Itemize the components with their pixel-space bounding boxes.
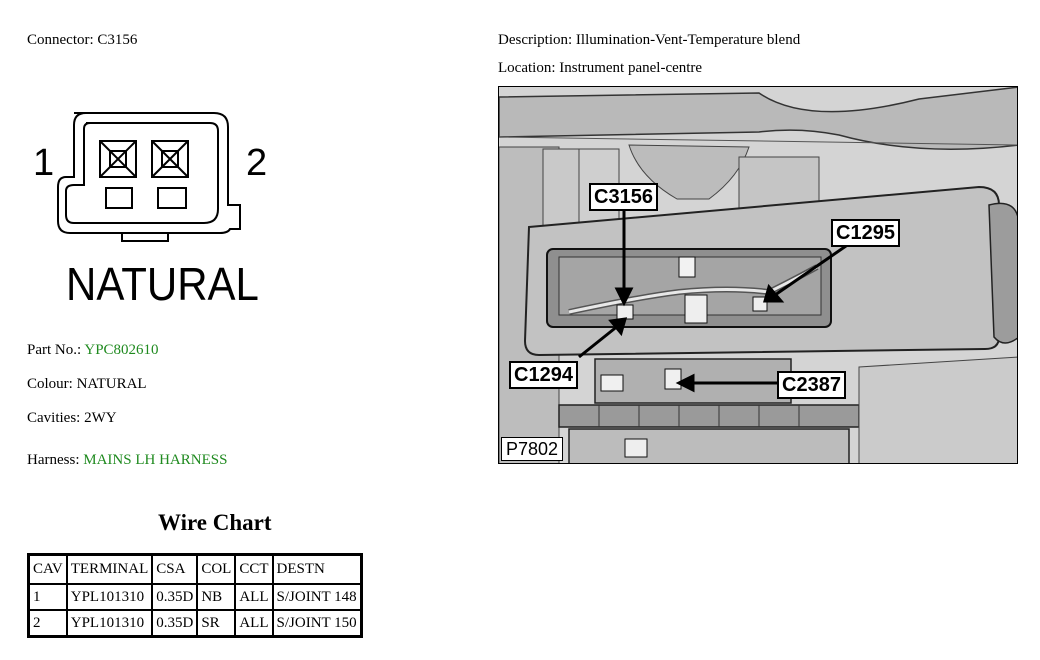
harness-label: Harness:	[27, 452, 80, 468]
harness-field: Harness: MAINS LH HARNESS	[27, 452, 227, 469]
col-header-destn: DESTN	[271, 553, 363, 585]
cell-col: SR	[196, 609, 237, 638]
location-label: Location:	[498, 60, 556, 76]
pin-number-1: 1	[33, 142, 55, 184]
colour-label: Colour:	[27, 376, 73, 392]
cell-csa: 0.35D	[151, 583, 199, 611]
pin-number-2: 2	[246, 142, 268, 184]
connector-field: Connector: C3156	[27, 32, 137, 49]
dashboard-illustration	[499, 87, 1017, 463]
cell-terminal: YPL101310	[65, 609, 154, 638]
col-header-terminal: TERMINAL	[65, 553, 154, 585]
description-label: Description:	[498, 32, 573, 48]
connector-label: Connector:	[27, 32, 94, 48]
callout-c3156: C3156	[589, 183, 658, 211]
cavities-field: Cavities: 2WY	[27, 410, 117, 427]
connector-face-drawing	[57, 112, 241, 242]
part-no-label: Part No.:	[27, 342, 82, 358]
colour-value: NATURAL	[76, 376, 147, 392]
callout-c1294: C1294	[509, 361, 578, 389]
col-header-cct: CCT	[234, 553, 274, 585]
connector-colour-label: NATURAL	[66, 258, 259, 310]
description-field: Description: Illumination-Vent-Temperatu…	[498, 32, 800, 49]
col-header-csa: CSA	[151, 553, 199, 585]
cell-terminal: YPL101310	[65, 583, 154, 611]
location-field: Location: Instrument panel-centre	[498, 60, 702, 77]
part-no-field: Part No.: YPC802610	[27, 342, 159, 359]
cavities-value: 2WY	[84, 410, 117, 426]
cell-col: NB	[196, 583, 237, 611]
cell-cct: ALL	[234, 609, 274, 638]
part-no-value: YPC802610	[84, 342, 159, 358]
harness-value: MAINS LH HARNESS	[83, 452, 228, 468]
wire-chart-header-row: CAV TERMINAL CSA COL CCT DESTN	[27, 553, 363, 585]
table-row: 2 YPL101310 0.35D SR ALL S/JOINT 150	[27, 609, 363, 638]
table-row: 1 YPL101310 0.35D NB ALL S/JOINT 148	[27, 583, 363, 611]
wire-chart-title: Wire Chart	[158, 510, 272, 535]
col-header-cav: CAV	[27, 553, 68, 585]
connector-value: C3156	[97, 32, 138, 48]
callout-c1295: C1295	[831, 219, 900, 247]
cavities-label: Cavities:	[27, 410, 81, 426]
location-photo: C3156 C1295 C1294 C2387 P7802	[498, 86, 1018, 464]
col-header-col: COL	[196, 553, 237, 585]
colour-field: Colour: NATURAL	[27, 376, 147, 393]
wire-chart-table: CAV TERMINAL CSA COL CCT DESTN 1 YPL1013…	[27, 553, 363, 638]
description-value: Illumination-Vent-Temperature blend	[575, 32, 801, 48]
callout-c2387: C2387	[777, 371, 846, 399]
cell-csa: 0.35D	[151, 609, 199, 638]
cell-cct: ALL	[234, 583, 274, 611]
cell-destn: S/JOINT 148	[271, 583, 363, 611]
cell-cav: 2	[27, 609, 68, 638]
photo-id-label: P7802	[501, 437, 564, 461]
cell-cav: 1	[27, 583, 68, 611]
location-value: Instrument panel-centre	[559, 60, 703, 76]
cell-destn: S/JOINT 150	[271, 609, 363, 638]
